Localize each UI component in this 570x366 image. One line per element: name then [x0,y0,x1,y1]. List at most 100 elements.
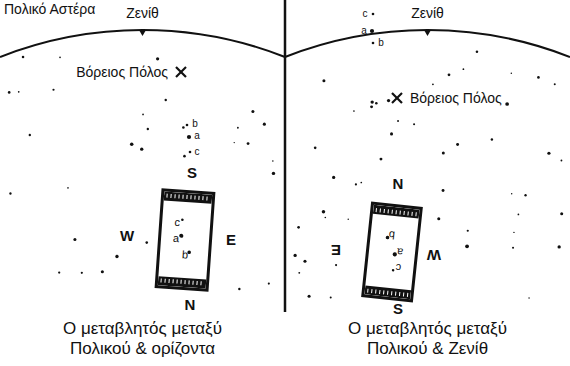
zenith-tick [139,30,146,36]
star-chart: cab [155,188,216,292]
star-dot [238,288,240,290]
star-dot [442,152,445,155]
star-dot [52,89,54,91]
band-hatch [379,290,380,294]
star-dot [467,230,469,232]
star-dot [456,143,459,146]
band-hatch [164,279,165,283]
star-dot [145,241,148,244]
star-dot [130,143,133,146]
star-dot [247,142,250,145]
band-hatch [172,279,173,283]
star-dot [314,147,317,150]
panel-caption: Ο μεταβλητός μεταξύ Πολικού & Ζενίθ [325,319,530,358]
star-dot [59,56,61,58]
band-hatch [415,212,416,216]
band-hatch [375,290,376,294]
star-dot [463,68,465,70]
star-letter: a [194,130,200,142]
star-dot [322,210,325,213]
chart-star [392,269,395,272]
star-dot [67,187,69,189]
star-dot [272,172,275,175]
star-dot [298,272,300,274]
star-dot [332,176,335,179]
band-hatch [202,196,203,200]
direction-letter: E [331,241,341,258]
star-letter: b [192,118,198,130]
star-dot [251,110,254,113]
star-dot [511,193,512,194]
star-dot [268,283,270,285]
chart-star-letter: a [396,246,403,258]
star-dot [554,83,556,85]
star-dot [442,189,445,192]
band-hatch [178,194,179,198]
star-dot [22,56,25,59]
panel-divider [284,0,287,312]
chart-band [158,276,207,288]
band-hatch [186,195,187,199]
star-dot [353,110,355,112]
star-dot [325,217,327,219]
band-hatch [387,291,388,295]
star-dot [505,102,509,106]
band-hatch [188,280,189,284]
star-dot [335,264,337,266]
band-hatch [376,208,377,212]
chart-star-letter: c [174,217,180,228]
star-dot [9,192,11,194]
star-dot [140,148,143,151]
chart-star [181,218,184,221]
star-dot [303,260,306,263]
band-hatch [395,210,396,214]
zenith-tick [424,30,431,36]
star-dot [511,72,513,74]
star-dot [524,194,526,196]
star-dot [437,217,440,220]
band-hatch [206,196,207,200]
star-dot [297,226,300,229]
star-dot [293,254,296,257]
star-dot [272,160,274,162]
chart-band [164,191,213,203]
dome-arc [285,30,570,57]
band-hatch [411,212,412,216]
star-letter: c [195,146,200,158]
star-letter: b [378,37,384,49]
star-dot [182,126,185,129]
star-dot [81,272,83,274]
star-dot [512,247,514,249]
star-dot [375,102,378,105]
star-dot [390,132,393,135]
chart-star-letter: a [173,233,180,244]
chart-star-letter: b [182,249,189,260]
star-dot [561,160,563,162]
chart-drawing [158,191,212,288]
star-dot [156,57,159,60]
band-hatch [395,292,396,296]
band-hatch [170,194,171,198]
pole-mark [176,67,186,77]
band-hatch [160,278,161,282]
direction-letter: E [226,231,236,248]
star-dot [263,123,266,126]
chart-star [179,233,183,237]
star-dot [322,79,325,82]
direction-letter: N [393,175,404,192]
direction-letter: S [393,300,403,317]
band-hatch [367,289,368,293]
band-hatch [383,290,384,294]
band-hatch [166,194,167,198]
star-dot [387,99,390,102]
zenith-label: Ζενίθ [411,5,444,21]
band-hatch [403,211,404,215]
band-hatch [184,280,185,284]
direction-letter: W [120,227,134,244]
direction-letter: W [427,246,441,263]
star-dot [370,105,373,108]
star-dot [8,91,11,94]
zenith-label: Ζενίθ [126,5,159,21]
star-dot [355,183,357,185]
